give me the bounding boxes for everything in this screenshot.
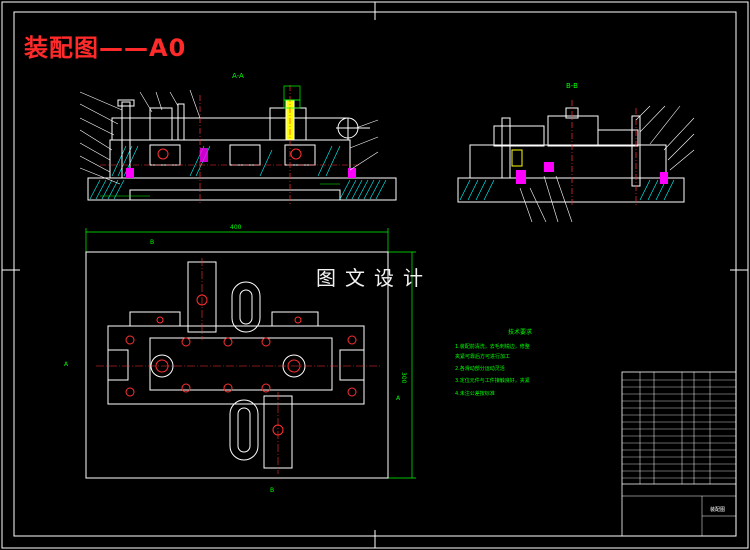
tech-req-heading: 技术要求: [508, 328, 532, 336]
drawing-title: 装配图——A0: [24, 34, 187, 62]
tech-req-item-2: 夹紧可靠后方可进行加工: [455, 353, 510, 360]
width-dim-value: 400: [230, 224, 242, 231]
locating-pin-block: [149, 107, 173, 141]
pin-part-left: [126, 168, 134, 178]
section-mark-left: A: [64, 361, 69, 368]
b-magenta-part-2: [544, 162, 554, 172]
plan-tab-left: [107, 349, 129, 381]
bolt-mid: [177, 103, 185, 141]
section-mark-bottom: B: [270, 487, 274, 494]
tech-req-item-3: 2.各滑动部分运动灵活: [455, 365, 505, 372]
plan-base-plate: [85, 251, 389, 479]
spring-part: [200, 148, 208, 162]
plan-clamp-top-left: [129, 311, 181, 327]
section-a-view: A-A: [79, 72, 397, 205]
height-dim-value: 300: [400, 372, 407, 384]
tech-req-item-5: 4.未注公差按标准: [455, 390, 495, 397]
b-clamp-left: [493, 125, 545, 147]
pin-part-right: [348, 168, 356, 178]
b-body: [469, 144, 667, 179]
plan-tab-right: [339, 349, 365, 381]
plan-slot-bottom: [229, 399, 259, 461]
b-magenta-part: [516, 170, 526, 184]
plan-view: 400 300: [64, 224, 416, 494]
section-mark-top: B: [150, 239, 154, 246]
title-block: 装配图: [621, 371, 737, 537]
b-base-hatch: [459, 179, 675, 201]
body-hatch: [111, 145, 341, 177]
body-pocket-right: [284, 144, 316, 166]
b-clamp-center: [547, 115, 599, 147]
body-pocket-left: [149, 144, 181, 166]
tolerance-frame-2: [283, 99, 301, 109]
b-clamp-right: [597, 129, 639, 147]
leaders-left: [79, 89, 379, 185]
base-plate: [87, 177, 397, 201]
b-base-plate: [457, 177, 685, 203]
bolt-head-left: [117, 99, 135, 107]
plan-inner-body: [149, 337, 333, 391]
b-magenta-part-3: [660, 172, 668, 184]
plan-slot-top-inner: [239, 289, 253, 325]
tech-requirements: 技术要求 1.装配前清洗，去毛刺锐边，修整 夹紧可靠后方可进行加工 2.各滑动部…: [455, 328, 532, 397]
title-block-name: 装配图: [710, 506, 725, 513]
plan-slot-top: [231, 281, 261, 333]
base-recess: [129, 189, 341, 201]
bore-right: [290, 148, 302, 160]
section-b-view: B-B: [457, 82, 695, 223]
b-bolt-left: [501, 117, 511, 179]
tech-req-item-1: 1.装配前清洗，去毛刺锐边，修整: [455, 343, 530, 350]
bore-left: [157, 148, 169, 160]
section-mark-right: A: [396, 395, 401, 402]
parts-list-rows: [622, 379, 736, 479]
section-b-label: B-B: [566, 82, 578, 90]
tolerance-frame-1: [283, 85, 301, 101]
clamp-plate: [111, 117, 349, 141]
body-pocket-mid: [229, 144, 261, 166]
section-a-label: A-A: [232, 72, 244, 80]
plan-clamp-top-right: [271, 311, 319, 327]
b-leaders: [519, 105, 695, 223]
b-yellow-part: [511, 149, 523, 167]
plan-small-bolts: [125, 294, 357, 436]
parts-list-frame: [621, 371, 737, 537]
watermark-text: 图文设计: [316, 266, 432, 290]
plan-slot-bottom-inner: [237, 407, 251, 453]
tech-req-item-4: 3.定位元件与工件接触良好，夹紧: [455, 377, 530, 384]
